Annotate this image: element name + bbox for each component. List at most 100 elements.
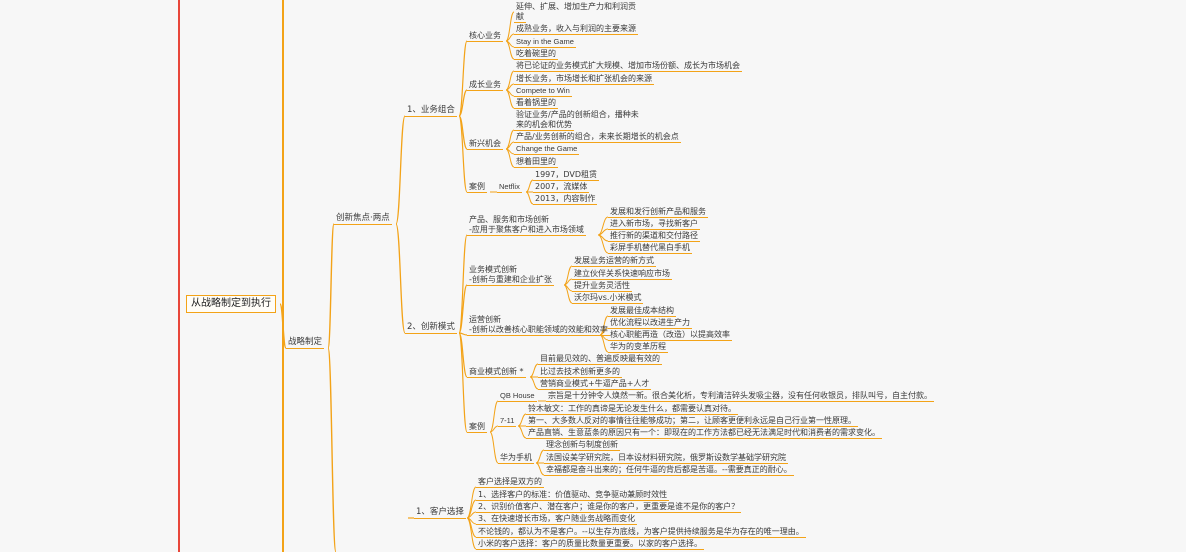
emerging-business[interactable]: 新兴机会: [467, 139, 503, 150]
model-innovation-sub[interactable]: -创新与重建和企业扩张: [467, 275, 554, 286]
connector-path: [458, 284, 468, 334]
connector-path: [505, 40, 515, 60]
commercial-item[interactable]: 目前最见效的、普遍反映最有效的: [538, 354, 662, 365]
connector-path: [489, 400, 499, 433]
product-item[interactable]: 发展和发行创新产品和服务: [608, 207, 708, 218]
spine-line: [178, 0, 180, 552]
level1-node[interactable]: 战略制定: [286, 337, 325, 349]
connector-path: [279, 303, 287, 349]
ops-item[interactable]: 发展最佳成本结构: [608, 306, 676, 317]
emerging-item[interactable]: 验证业务/产品的创新组合，播种未: [516, 110, 639, 119]
model-item[interactable]: 建立伙伴关系快速响应市场: [572, 269, 672, 280]
connector-path: [529, 376, 539, 390]
customer-item[interactable]: 3、在快速增长市场，客户随业务战略而变化: [476, 514, 638, 525]
case-711[interactable]: 7-11: [498, 416, 517, 427]
huawei-item[interactable]: 法国设美学研究院，日本设材料研究院，俄罗斯设数学基础学研究院: [544, 453, 788, 464]
connector-path: [505, 89, 515, 109]
customer-item[interactable]: 不论钱的，都认为不是客户。--以生存为底线，为客户提供持续服务是华为存在的唯一理…: [476, 527, 806, 538]
ops-item[interactable]: 核心职能再造（改造）以提高效率: [608, 330, 732, 341]
connector-path: [458, 234, 468, 334]
connector-path: [458, 332, 468, 433]
case-qbhouse[interactable]: QB House: [498, 391, 537, 402]
product-item[interactable]: 进入新市场，寻找新客户: [608, 219, 700, 230]
seven-item[interactable]: 产品直销、生意蓝条的原因只有一个：即现在的工作方法都已经无法满足时代和消费者的需…: [526, 428, 882, 439]
model-item[interactable]: 沃尔玛vs.小米模式: [572, 293, 644, 304]
emerging-item[interactable]: 想着田里的: [514, 157, 558, 168]
connector-path: [489, 425, 499, 433]
customer-item[interactable]: 客户选择是双方的: [476, 477, 544, 488]
connector-path: [535, 449, 545, 464]
growth-item[interactable]: Compete to Win: [514, 86, 572, 97]
connector-path: [517, 425, 527, 439]
seven-item[interactable]: 第一、大多数人反对的事情往往能够成功；第二，让顾客更便利永远是自己行业第一性原理…: [526, 416, 858, 427]
core-business[interactable]: 核心业务: [467, 31, 503, 42]
growth-item[interactable]: 看着锅里的: [514, 98, 558, 109]
case-netflix[interactable]: Netflix: [497, 182, 522, 193]
core-item[interactable]: 献: [514, 12, 526, 23]
connector-path: [466, 486, 477, 519]
connector-path: [597, 234, 609, 254]
connector-path: [489, 431, 499, 464]
connector-path: [458, 332, 468, 336]
core-item[interactable]: 吃着碗里的: [514, 49, 558, 60]
customer-item[interactable]: 2、识别价值客户、潜在客户；谁是你的客户，更重要是谁不是你的客户？: [476, 502, 742, 513]
qbhouse-item[interactable]: 宗旨是十分钟令人焕然一新。很合美化析，专利清洁碎头发吸尘器，没有任何收银员，排队…: [546, 391, 934, 402]
ops-item[interactable]: 优化流程以改进生产力: [608, 318, 692, 329]
connector-path: [525, 191, 534, 205]
ops-innovation-sub[interactable]: -创新以改善核心职能领域的效能和效率: [467, 325, 610, 336]
growth-item[interactable]: 增长业务，市场增长和扩张机会的来源: [514, 74, 654, 85]
seven-item[interactable]: 铃木敏文：工作的真谛是无论发生什么，都需要认真对待。: [526, 404, 738, 415]
product-item[interactable]: 彩屏手机替代黑白手机: [608, 243, 692, 254]
connector-path: [458, 89, 468, 117]
huawei-item[interactable]: 理念创新与制度创新: [544, 440, 620, 451]
connector-path: [395, 223, 406, 334]
connector-path: [535, 462, 545, 476]
commercial-item[interactable]: 营销商业模式+牛逼产品+人才: [538, 379, 652, 390]
commercial-item[interactable]: 比过去技术创新更多的: [538, 367, 622, 378]
product-innovation-sub[interactable]: -应用于聚焦客户和进入市场领域: [467, 225, 586, 236]
core-item[interactable]: 成熟业务，收入与利润的主要来源: [514, 24, 638, 35]
growth-business[interactable]: 成长业务: [467, 80, 503, 91]
section-bizmodel[interactable]: 2、创新模式: [405, 322, 457, 334]
connector-path: [529, 363, 539, 378]
connector-path: [327, 347, 337, 552]
customer-item[interactable]: 1、选择客户的标准：价值驱动、竞争驱动兼顾时效性: [476, 490, 670, 501]
commercial-innovation[interactable]: 商业模式创新 *: [467, 367, 526, 378]
netflix-item[interactable]: 1997，DVD租赁: [533, 170, 600, 181]
portfolio-case[interactable]: 案例: [467, 182, 487, 193]
bizmodel-case[interactable]: 案例: [467, 422, 487, 433]
section-portfolio[interactable]: 1、业务组合: [405, 105, 457, 117]
connector-path: [505, 148, 515, 168]
emerging-item[interactable]: 来的机会和优势: [514, 120, 574, 131]
growth-item[interactable]: 将已论证的业务模式扩大规模、增加市场份额、成长为市场机会: [514, 61, 742, 72]
core-item[interactable]: 延伸、扩展、增加生产力和利润贡: [516, 2, 636, 11]
connector-path: [563, 284, 573, 304]
core-item[interactable]: Stay in the Game: [514, 37, 576, 48]
case-huawei[interactable]: 华为手机: [498, 453, 534, 464]
connector-path: [327, 223, 335, 349]
model-item[interactable]: 提升业务灵活性: [572, 281, 632, 292]
product-item[interactable]: 推行新的渠道和交付路径: [608, 231, 700, 242]
emerging-item[interactable]: Change the Game: [514, 144, 580, 155]
product-innovation[interactable]: 产品、服务和市场创新: [469, 215, 549, 224]
section-customer[interactable]: 1、客户选择: [414, 507, 466, 519]
connector-path: [466, 517, 477, 550]
model-item[interactable]: 发展业务运营的新方式: [572, 256, 656, 267]
netflix-item[interactable]: 2007，流媒体: [533, 182, 590, 193]
ops-innovation[interactable]: 运营创新: [469, 315, 501, 324]
connector-path: [505, 11, 515, 42]
customer-item[interactable]: 小米的客户选择：客户的质量比数量更重要。以家的客户选择。: [476, 539, 704, 550]
huawei-item[interactable]: 幸福都是奋斗出来的；任何牛逼的背后都是苦逼。--需要真正的耐心。: [544, 465, 794, 476]
connector-path: [458, 115, 468, 193]
ops-item[interactable]: 华为的变革历程: [608, 342, 668, 353]
model-innovation[interactable]: 业务模式创新: [469, 265, 517, 274]
netflix-item[interactable]: 2013，内容制作: [533, 194, 598, 205]
level1-connector: [282, 0, 284, 552]
connector-path: [395, 115, 406, 225]
emerging-item[interactable]: 产品/业务创新的组合，未来长期增长的机会点: [514, 132, 681, 143]
root-node[interactable]: 从战略制定到执行: [186, 295, 276, 313]
connector-path: [525, 179, 534, 193]
connector-path: [517, 413, 527, 427]
level2-node[interactable]: 创新焦点·两点: [334, 213, 392, 225]
